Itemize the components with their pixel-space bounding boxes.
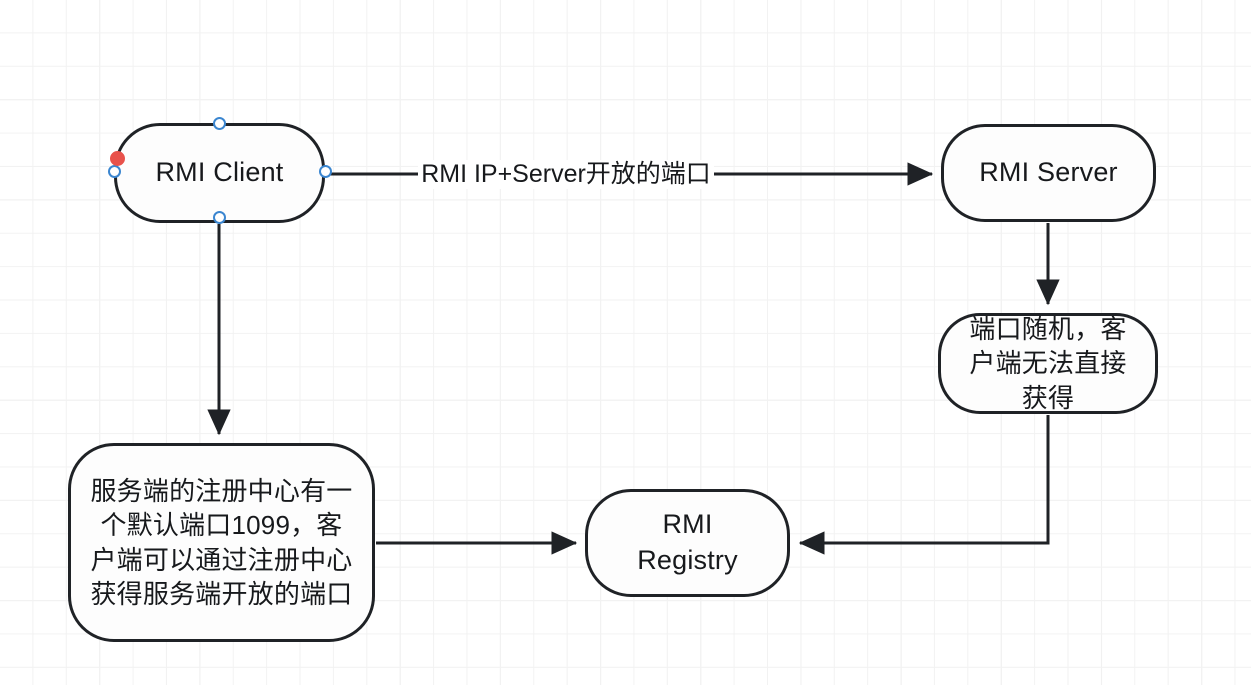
marker-client-left[interactable] (110, 151, 125, 166)
node-label: RMI Registry (637, 509, 738, 575)
handle-client-bottom[interactable] (213, 211, 226, 224)
node-port-random-note[interactable]: 端口随机，客 户端无法直接 获得 (938, 313, 1158, 414)
node-rmi-registry[interactable]: RMI Registry (585, 489, 790, 597)
edge-label-client-to-server[interactable]: RMI IP+Server开放的端口 (418, 159, 714, 189)
handle-client-top[interactable] (213, 117, 226, 130)
edge-port-note-to-registry[interactable] (798, 415, 1050, 555)
handle-client-right[interactable] (319, 165, 332, 178)
node-rmi-client[interactable]: RMI Client (114, 123, 325, 223)
node-label: RMI Server (979, 157, 1118, 188)
node-label: RMI Client (155, 157, 284, 188)
node-label: 端口随机，客 户端无法直接 获得 (969, 314, 1127, 413)
node-registry-note[interactable]: 服务端的注册中心有一 个默认端口1099，客 户端可以通过注册中心 获得服务端开… (68, 443, 375, 642)
handle-client-left[interactable] (108, 165, 121, 178)
node-label: 服务端的注册中心有一 个默认端口1099，客 户端可以通过注册中心 获得服务端开… (90, 475, 353, 609)
node-rmi-server[interactable]: RMI Server (941, 124, 1156, 222)
